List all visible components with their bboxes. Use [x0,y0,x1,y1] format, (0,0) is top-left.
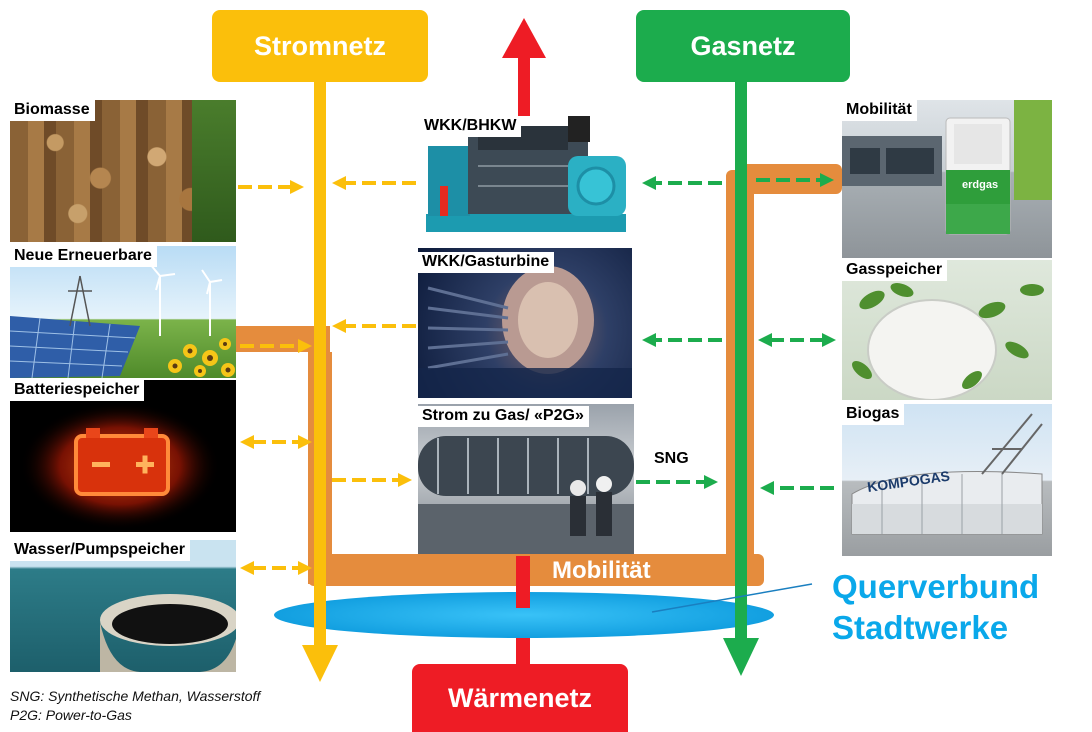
gasturbine-label: WKK/Gasturbine [418,252,555,273]
sng-label: SNG [654,450,689,467]
querverbund-title: Querverbund Stadtwerke [832,566,1039,648]
kompogas-plant-graphic: KOMPOGAS [851,413,1043,535]
wasser-photo: Wasser/Pumpspeicher [10,540,236,672]
p2g-photo: Strom zu Gas/ «P2G» [418,404,634,554]
batterie-label: Batteriespeicher [10,380,145,401]
erneuerbare-photo: Neue Erneuerbare [10,246,236,378]
querverbund-ellipse [274,592,774,638]
erdgas-sign: erdgas [962,179,998,191]
querverbund-pointer [651,583,813,613]
querverbund-line1: Querverbund [832,568,1040,605]
pumpspeicher-graphic [100,594,236,672]
battery-icon [20,402,220,530]
gasspeicher-graphic [852,283,1044,400]
stromnetz-line [302,82,338,682]
erneuerbare-label: Neue Erneuerbare [10,246,157,267]
erneuerbare-graphic [10,263,235,378]
electrolyser-graphic [418,436,634,554]
p2g-label: Strom zu Gas/ «P2G» [418,406,589,427]
querverbund-line2: Stadtwerke [832,609,1009,646]
gasspeicher-label: Gasspeicher [842,260,948,281]
bhkw-photo: WKK/BHKW [418,116,636,244]
batterie-photo: Batteriespeicher [10,380,236,532]
gasspeicher-photo: Gasspeicher [842,260,1052,400]
turbine-graphic [418,266,632,398]
mobilitaet-label: Mobilität [842,100,917,121]
gas-dashed-arrows [636,173,836,495]
stromnetz-box: Stromnetz [212,10,428,82]
stromnetz-label: Stromnetz [253,30,386,61]
waermenetz-label: Wärmenetz [447,682,593,713]
footnote-sng: SNG: Synthetische Methan, Wasserstoff [10,688,261,704]
gasnetz-line [723,82,759,676]
gasturbine-photo: WKK/Gasturbine [418,248,632,398]
wasser-label: Wasser/Pumpspeicher [10,540,191,561]
biomasse-photo: Biomasse [10,100,236,242]
biomasse-label: Biomasse [10,100,95,121]
biogas-label: Biogas [842,404,905,425]
bhkw-label: WKK/BHKW [420,116,522,137]
gasnetz-box: Gasnetz [636,10,850,82]
footnote-p2g: P2G: Power-to-Gas [10,707,132,723]
biogas-photo: KOMPOGAS Biogas [842,404,1052,556]
waermenetz-box: Wärmenetz [412,664,628,732]
mobilitaet-bar-label: Mobilität [552,557,651,584]
strom-dashed-arrows [238,176,416,575]
erdgas-station-graphic: erdgas [842,100,1052,235]
mobilitaet-photo: erdgas Mobilität [842,100,1052,258]
gasnetz-label: Gasnetz [690,30,796,61]
